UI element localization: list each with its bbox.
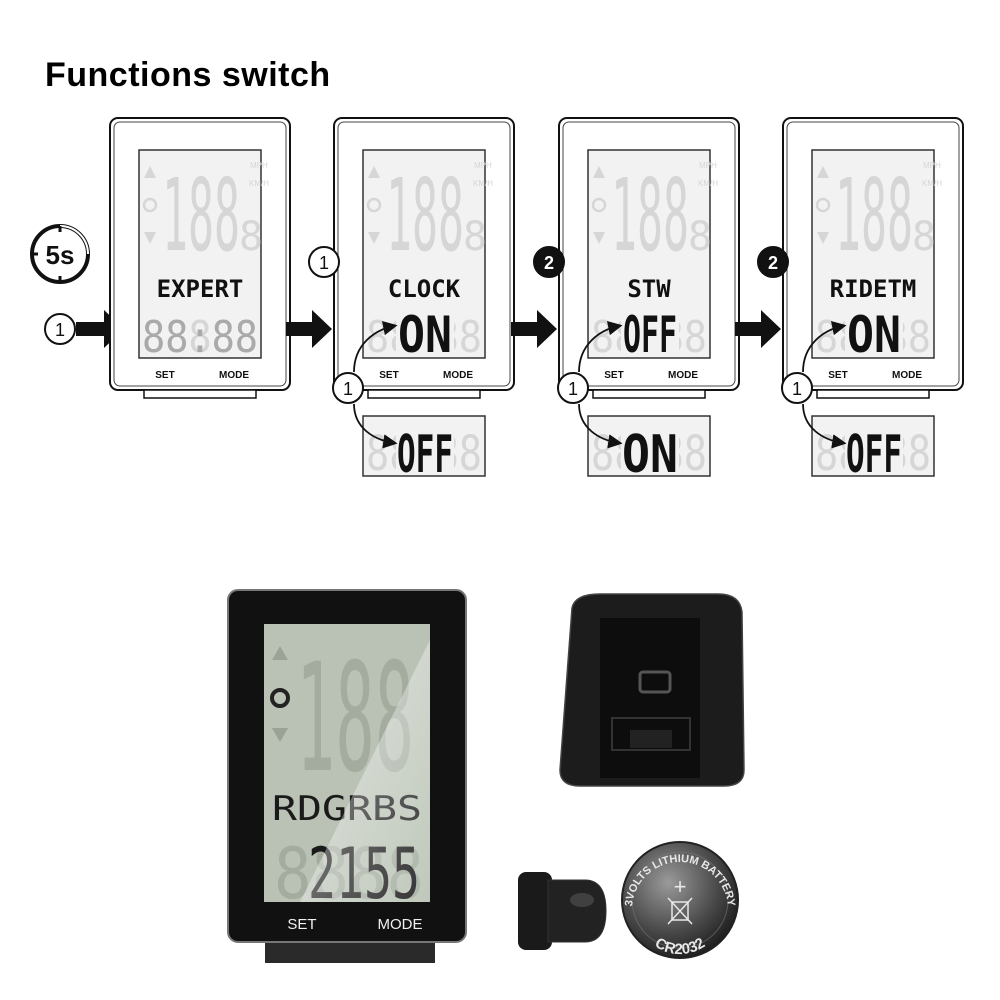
next-arrow-icon [511,310,557,348]
device-mount-base [367,389,481,399]
alt-lcd-value: ON [622,425,678,485]
toggle-down-arrow-icon [578,403,623,449]
up-arrow-icon [817,166,829,178]
toggle-down-arrow-icon [353,403,398,449]
svg-text:1: 1 [568,379,578,399]
toggle-up-arrow-icon [578,321,623,373]
timer-label: 5s [46,240,75,270]
lcd-value: ON [398,306,452,364]
alt-lcd-value: OFF [846,425,902,485]
ring-icon [142,197,158,213]
unit-mph: MPH [250,161,268,170]
lcd-mode-label: EXPERT [157,275,244,303]
down-arrow-icon [368,232,380,244]
toggle-step-badge [781,372,813,404]
ghost-main-digits: 188 [162,157,240,274]
ring-icon [815,197,831,213]
ring-icon [270,688,290,708]
unit-kmh: KM/H [922,179,942,188]
lcd-value: OFF [623,306,677,364]
toggle-down-arrow-icon [802,403,847,449]
ghost-main-digits: 188 [835,157,913,274]
toggle-step-badge [332,372,364,404]
device-screen-ridetm: 1888MPHKM/HRIDETM88888SETMODEON88888OFF1… [735,117,964,485]
set-button[interactable]: SET [155,370,174,381]
mode-button[interactable]: MODE [443,370,473,381]
lcd-panel [138,149,262,359]
lcd-mode-label: STW [627,275,671,303]
mode-button[interactable]: MODE [892,370,922,381]
ghost-small-digit: 8 [688,214,712,260]
ring-icon [591,197,607,213]
lcd-mode-label: CLOCK [388,275,461,303]
svg-text:2: 2 [768,253,778,273]
battery-bottom-text: CR2032 [652,935,708,959]
svg-text:88:88: 88:88 [142,312,258,363]
ghost-lower-digits: 88888 [142,312,258,363]
sensor-plug [518,872,607,950]
photo-set-button[interactable]: SET [287,916,316,933]
step-badge [308,246,340,278]
mode-button[interactable]: MODE [219,370,249,381]
svg-text:1: 1 [319,253,329,273]
svg-text:1: 1 [343,379,353,399]
down-arrow-icon [593,232,605,244]
unit-kmh: KM/H [249,179,269,188]
ghost-small-digit: 8 [912,214,936,260]
ghost-small-digit: 8 [239,214,263,260]
unit-kmh: KM/H [698,179,718,188]
ghost-main-digits: 188 [611,157,689,274]
lcd-mode-label: RIDETM [830,275,917,303]
ring-icon [366,197,382,213]
photo-mode-button[interactable]: MODE [378,916,423,933]
set-button[interactable]: SET [379,370,398,381]
entry-step-number: 1 [55,320,65,340]
unit-kmh: KM/H [473,179,493,188]
device-mount-base [143,389,257,399]
handlebar-mount-bracket [559,593,745,787]
mode-button[interactable]: MODE [668,370,698,381]
unit-mph: MPH [474,161,492,170]
svg-text:1: 1 [792,379,802,399]
up-arrow-icon [593,166,605,178]
step-badge [533,246,565,278]
next-arrow-icon [735,310,781,348]
set-button[interactable]: SET [604,370,623,381]
toggle-up-arrow-icon [353,321,398,373]
ghost-small-digit: 8 [463,214,487,260]
recycle-bin-icon [667,897,693,925]
ghost-main-digits: 188 [386,157,464,274]
down-arrow-icon [144,232,156,244]
battery-plus: + [674,874,687,899]
timer-5s-icon: 5s [30,224,90,284]
toggle-step-badge [557,372,589,404]
unit-mph: MPH [699,161,717,170]
lcd-value: ON [847,306,901,364]
up-arrow-icon [144,166,156,178]
photo-bike-computer: 188RDGRBS88882155SETMODE [227,589,467,963]
device-mount-base [592,389,706,399]
page-title: Functions switch [45,56,331,94]
svg-text:2: 2 [544,253,554,273]
device-mount-base [816,389,930,399]
unit-mph: MPH [923,161,941,170]
alt-lcd-value: OFF [397,425,453,485]
toggle-up-arrow-icon [802,321,847,373]
down-arrow-icon [817,232,829,244]
next-arrow-icon [286,310,332,348]
step-badge [757,246,789,278]
up-arrow-icon [368,166,380,178]
set-button[interactable]: SET [828,370,847,381]
